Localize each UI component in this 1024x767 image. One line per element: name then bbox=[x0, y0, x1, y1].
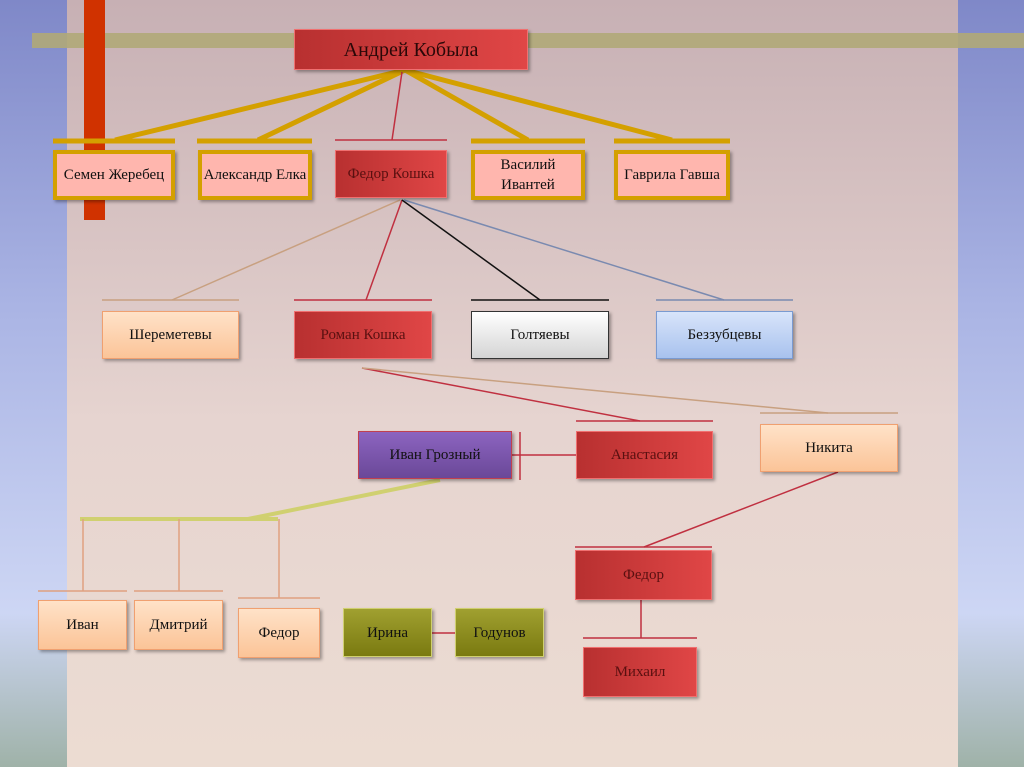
node-aleksandr-elka: Александр Елка bbox=[198, 150, 312, 200]
node-vasily-ivantey: Василий Ивантей bbox=[471, 150, 585, 200]
node-gavrila-gavsha: Гаврила Гавша bbox=[614, 150, 730, 200]
node-sheremetevy: Шереметевы bbox=[102, 311, 239, 359]
node-fedor-ivanovich: Федор bbox=[238, 608, 320, 658]
olive-decor-band bbox=[32, 33, 1024, 48]
right-decor-strip bbox=[958, 0, 1024, 767]
node-andrey-kobyla: Андрей Кобыла bbox=[294, 29, 528, 70]
node-mikhail: Михаил bbox=[583, 647, 697, 697]
node-ivan-grozny: Иван Грозный bbox=[358, 431, 512, 479]
node-nikita: Никита bbox=[760, 424, 898, 472]
node-irina: Ирина bbox=[343, 608, 432, 657]
node-roman-koshka: Роман Кошка bbox=[294, 311, 432, 359]
node-fedor-koshka: Федор Кошка bbox=[335, 150, 447, 198]
node-anastasia: Анастасия bbox=[576, 431, 713, 479]
node-dmitry: Дмитрий bbox=[134, 600, 223, 650]
node-ivan: Иван bbox=[38, 600, 127, 650]
node-bezzubtsevy: Беззубцевы bbox=[656, 311, 793, 359]
node-goltyaevy: Голтяевы bbox=[471, 311, 609, 359]
node-fedor-nikitich: Федор bbox=[575, 550, 712, 600]
node-semen-zherebets: Семен Жеребец bbox=[53, 150, 175, 200]
node-godunov: Годунов bbox=[455, 608, 544, 657]
